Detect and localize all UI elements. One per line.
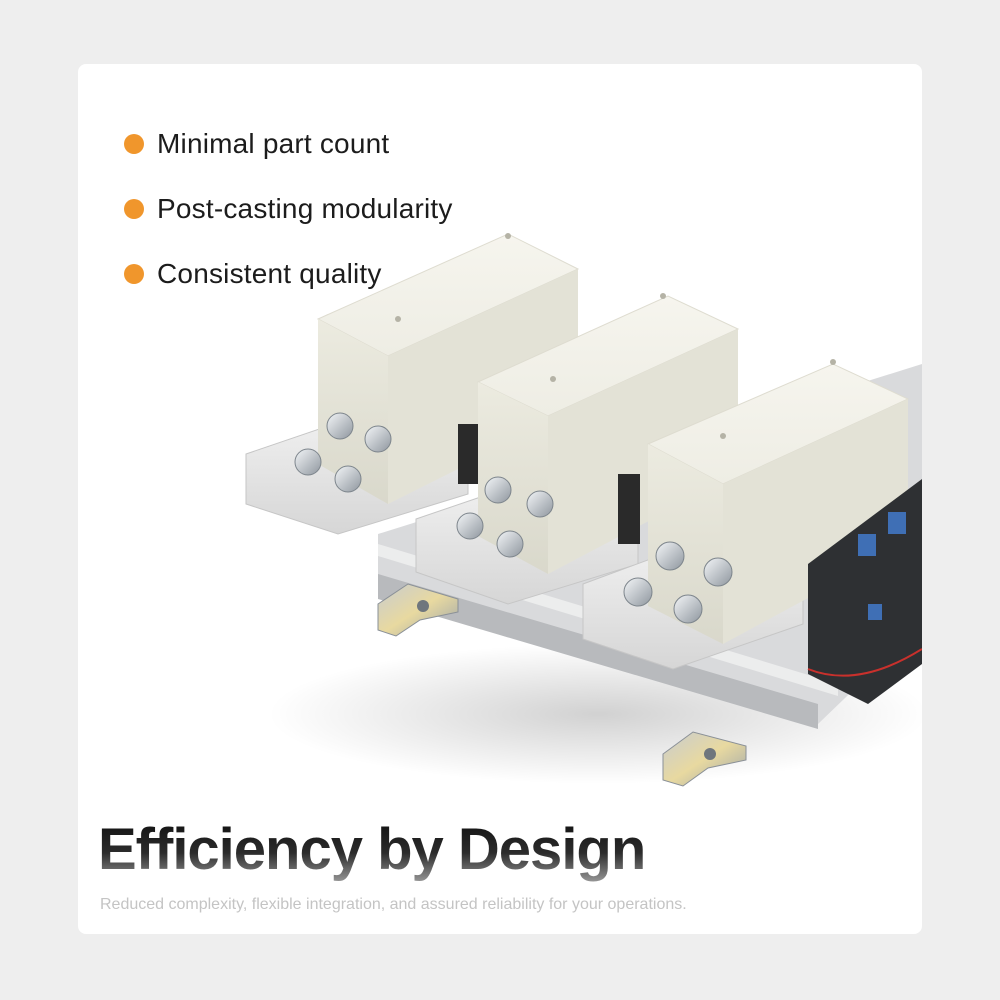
orange-dot-icon: [124, 134, 144, 154]
feature-item: Consistent quality: [124, 254, 453, 294]
orange-dot-icon: [124, 199, 144, 219]
feature-label: Minimal part count: [157, 128, 390, 159]
contactor-product-image: [245, 233, 922, 787]
feature-item: Post-casting modularity: [124, 189, 453, 229]
subheadline: Reduced complexity, flexible integration…: [100, 896, 687, 913]
feature-item: Minimal part count: [124, 124, 453, 164]
feature-card: Minimal part count Post-casting modulari…: [78, 64, 922, 934]
feature-label: Post-casting modularity: [157, 193, 453, 224]
orange-dot-icon: [124, 264, 144, 284]
headline: Efficiency by Design: [98, 817, 646, 882]
feature-label: Consistent quality: [157, 258, 382, 289]
feature-list: Minimal part count Post-casting modulari…: [124, 124, 453, 319]
